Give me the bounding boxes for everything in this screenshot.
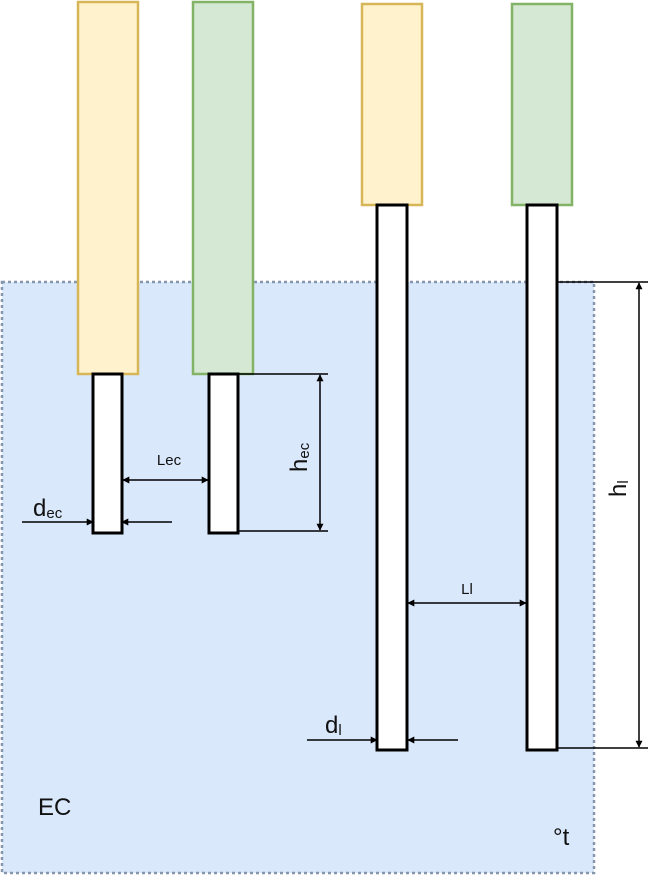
d-l-label: dl xyxy=(325,712,342,739)
medium-label: EC xyxy=(38,794,71,821)
h-l-label: hl xyxy=(605,480,632,497)
electrode-rod-l-left xyxy=(375,203,409,752)
l-l-label: Ll xyxy=(461,581,473,598)
green-holder-l xyxy=(510,2,574,207)
electrode-rod-ec-right xyxy=(207,372,240,535)
dimension-d-l: dl xyxy=(307,712,458,744)
electrode-pair-l xyxy=(360,2,574,752)
yellow-holder-ec xyxy=(76,0,140,376)
electrode-rod-l-right xyxy=(525,203,559,752)
dimension-h-l: hl xyxy=(557,281,648,749)
dimension-l-l: Ll xyxy=(407,581,527,607)
yellow-holder-l xyxy=(360,2,424,207)
dimension-d-ec: dec xyxy=(22,495,172,526)
h-ec-label: hec xyxy=(286,442,313,472)
d-ec-label: dec xyxy=(33,495,63,522)
temperature-label: °t xyxy=(553,824,570,851)
electrode-rod-ec-left xyxy=(91,372,124,535)
dimension-h-ec: hec xyxy=(238,373,328,532)
l-ec-label: Lec xyxy=(157,452,182,469)
electrode-pair-ec xyxy=(76,0,255,535)
dimension-l-ec: Lec xyxy=(122,452,209,484)
green-holder-ec xyxy=(191,0,255,376)
